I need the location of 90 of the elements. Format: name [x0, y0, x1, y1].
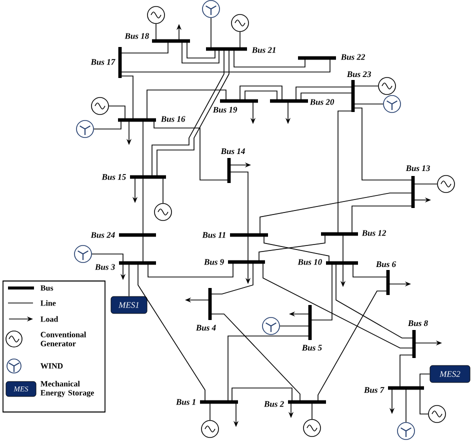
transmission-line: [120, 76, 134, 120]
bus-label: Bus 13: [406, 165, 430, 172]
transmission-line: [210, 262, 254, 294]
transmission-line: [420, 374, 430, 388]
transmission-line: [336, 262, 414, 338]
bus-label: Bus 10: [298, 259, 322, 265]
transmission-line: [92, 254, 124, 264]
bus-label: Bus 3: [94, 264, 115, 270]
storage-box: MES2: [430, 365, 470, 383]
bus-label: Bus 7: [364, 387, 384, 393]
generator-symbol: [231, 14, 249, 32]
bus-label: Bus 11: [202, 232, 226, 238]
generator-symbol: [303, 419, 321, 437]
bus-label: Bus 4: [196, 324, 216, 331]
wind-turbine-symbol: [74, 245, 92, 263]
bus-label: Bus 1: [176, 399, 196, 405]
bus-label: Bus 20: [310, 99, 334, 105]
legend-text: Mechanical Energy Storage: [40, 380, 94, 398]
transmission-line: [264, 234, 330, 264]
transmission-line: [142, 120, 144, 178]
bus-label: Bus 15: [102, 174, 126, 180]
transmission-line: [310, 262, 332, 320]
transmission-line: [128, 262, 130, 297]
transmission-line: [232, 388, 292, 402]
transmission-line: [338, 110, 354, 234]
transmission-line: [210, 18, 212, 50]
generator-symbol: [91, 97, 109, 115]
bus-label: Bus 17: [90, 59, 116, 65]
transmission-line: [352, 262, 388, 278]
wind-turbine-symbol: [76, 120, 94, 138]
transmission-line: [182, 40, 220, 64]
transmission-line: [186, 40, 216, 58]
bus-label: Bus 18: [124, 33, 149, 39]
bus-label: Bus 19: [212, 106, 238, 113]
transmission-line: [108, 106, 126, 120]
transmission-line: [260, 192, 414, 236]
transmission-line: [318, 290, 388, 402]
transmission-line: [400, 354, 414, 388]
legend-text: Line: [40, 300, 56, 306]
transmission-line: [234, 48, 306, 68]
generator-symbol: [201, 420, 219, 438]
storage-box: MES1: [110, 296, 148, 314]
bus-label: Bus 8: [408, 320, 428, 326]
legend-text: WIND: [40, 363, 63, 369]
generator-symbol: [154, 203, 172, 221]
transmission-line: [258, 234, 326, 262]
bus-label: Bus 16: [160, 116, 186, 122]
transmission-line: [420, 388, 428, 414]
transmission-line: [300, 92, 354, 102]
wind-turbine-symbol: [262, 317, 280, 335]
generator-symbol: [378, 77, 396, 95]
bus-label: Bus 21: [252, 47, 276, 53]
bus-label: Bus 2: [264, 401, 284, 407]
generator-symbol: [437, 175, 455, 193]
transmission-line: [162, 176, 164, 204]
transmission-line: [262, 262, 414, 348]
transmission-line: [120, 58, 330, 72]
transmission-line: [142, 176, 144, 236]
transmission-line: [94, 120, 122, 130]
transmission-line: [296, 86, 354, 102]
transmission-line: [228, 172, 248, 236]
transmission-line: [210, 314, 300, 402]
transmission-line: [244, 90, 278, 102]
transmission-line: [120, 40, 168, 54]
transmission-line: [240, 86, 282, 102]
bus-label: Bus 24: [90, 232, 115, 238]
bus-label: Bus 22: [340, 54, 366, 60]
legend-text: Bus: [40, 285, 54, 291]
bus-label: Bus 6: [376, 261, 396, 268]
transmission-line: [148, 262, 234, 278]
generator-symbol: [428, 405, 446, 423]
transmission-line: [146, 90, 226, 120]
legend-text: Load: [40, 316, 58, 322]
wind-turbine-symbol: [397, 422, 415, 440]
transmission-line: [142, 234, 144, 264]
legend-text: Conventional Generator: [40, 332, 86, 346]
transmission-line: [154, 120, 230, 180]
wind-turbine-symbol: [383, 95, 401, 113]
transmission-line: [342, 234, 344, 264]
transmission-line: [352, 108, 414, 180]
bus-label: Bus 14: [220, 148, 245, 154]
transmission-line: [352, 206, 414, 234]
bus-label: Bus 12: [362, 230, 386, 236]
wind-turbine-symbol: [202, 0, 220, 18]
bus-label: Bus 9: [204, 259, 224, 265]
generator-symbol: [147, 6, 165, 24]
transmission-line: [138, 262, 206, 402]
transmission-line: [228, 336, 310, 402]
bus-label: Bus 23: [346, 71, 371, 78]
bus-label: Bus 5: [302, 344, 322, 351]
